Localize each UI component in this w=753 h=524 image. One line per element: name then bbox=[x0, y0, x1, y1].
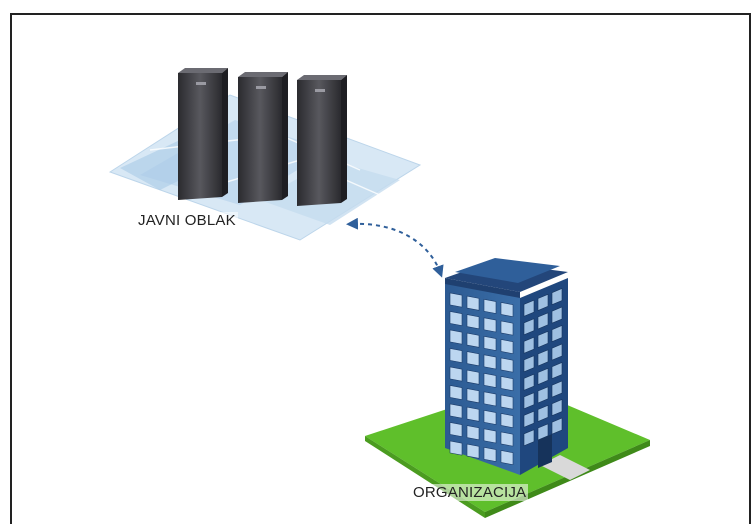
window-pane bbox=[551, 399, 563, 417]
window-pane bbox=[466, 425, 480, 441]
window-pane bbox=[483, 354, 497, 370]
window-pane bbox=[523, 355, 535, 373]
organization-label: ORGANIZACIJA bbox=[411, 484, 529, 501]
window-pane bbox=[537, 386, 549, 404]
window-pane bbox=[500, 357, 514, 373]
window-pane bbox=[523, 429, 535, 447]
window-pane bbox=[500, 339, 514, 355]
window-pane bbox=[523, 336, 535, 354]
window-pane bbox=[483, 428, 497, 444]
window-pane bbox=[466, 295, 480, 311]
window-pane bbox=[500, 320, 514, 336]
server-rack-icon bbox=[178, 68, 347, 206]
window-pane bbox=[500, 394, 514, 410]
window-pane bbox=[449, 403, 463, 419]
window-pane bbox=[466, 406, 480, 422]
window-pane bbox=[483, 409, 497, 425]
window-pane bbox=[483, 446, 497, 462]
diagram-frame bbox=[10, 13, 751, 524]
window-pane bbox=[537, 330, 549, 348]
window-pane bbox=[500, 413, 514, 429]
window-pane bbox=[466, 388, 480, 404]
window-pane bbox=[449, 385, 463, 401]
window-pane bbox=[449, 292, 463, 308]
window-pane bbox=[500, 302, 514, 318]
window-pane bbox=[500, 431, 514, 447]
window-pane bbox=[537, 404, 549, 422]
window-pane bbox=[551, 343, 563, 361]
window-pane bbox=[537, 293, 549, 311]
window-pane bbox=[537, 312, 549, 330]
public-cloud-label: JAVNI OBLAK bbox=[136, 212, 238, 229]
window-pane bbox=[466, 351, 480, 367]
window-pane bbox=[449, 366, 463, 382]
window-pane bbox=[483, 335, 497, 351]
window-pane bbox=[537, 349, 549, 367]
window-pane bbox=[483, 298, 497, 314]
window-pane bbox=[551, 306, 563, 324]
window-pane bbox=[551, 362, 563, 380]
window-pane bbox=[449, 329, 463, 345]
window-pane bbox=[523, 392, 535, 410]
window-pane bbox=[483, 391, 497, 407]
window-pane bbox=[449, 440, 463, 456]
window-pane bbox=[466, 332, 480, 348]
window-pane bbox=[466, 369, 480, 385]
window-pane bbox=[551, 380, 563, 398]
window-pane bbox=[449, 311, 463, 327]
window-pane bbox=[537, 367, 549, 385]
window-pane bbox=[483, 317, 497, 333]
window-pane bbox=[523, 318, 535, 336]
window-pane bbox=[500, 376, 514, 392]
window-pane bbox=[523, 410, 535, 428]
window-pane bbox=[551, 417, 563, 435]
window-pane bbox=[466, 443, 480, 459]
office-building-icon bbox=[445, 258, 568, 475]
window-pane bbox=[466, 314, 480, 330]
window-pane bbox=[500, 450, 514, 466]
window-pane bbox=[523, 299, 535, 317]
window-pane bbox=[523, 373, 535, 391]
window-pane bbox=[449, 422, 463, 438]
window-pane bbox=[551, 325, 563, 343]
connection-arrow bbox=[346, 217, 444, 278]
window-pane bbox=[449, 348, 463, 364]
window-pane bbox=[483, 372, 497, 388]
window-pane bbox=[551, 288, 563, 306]
